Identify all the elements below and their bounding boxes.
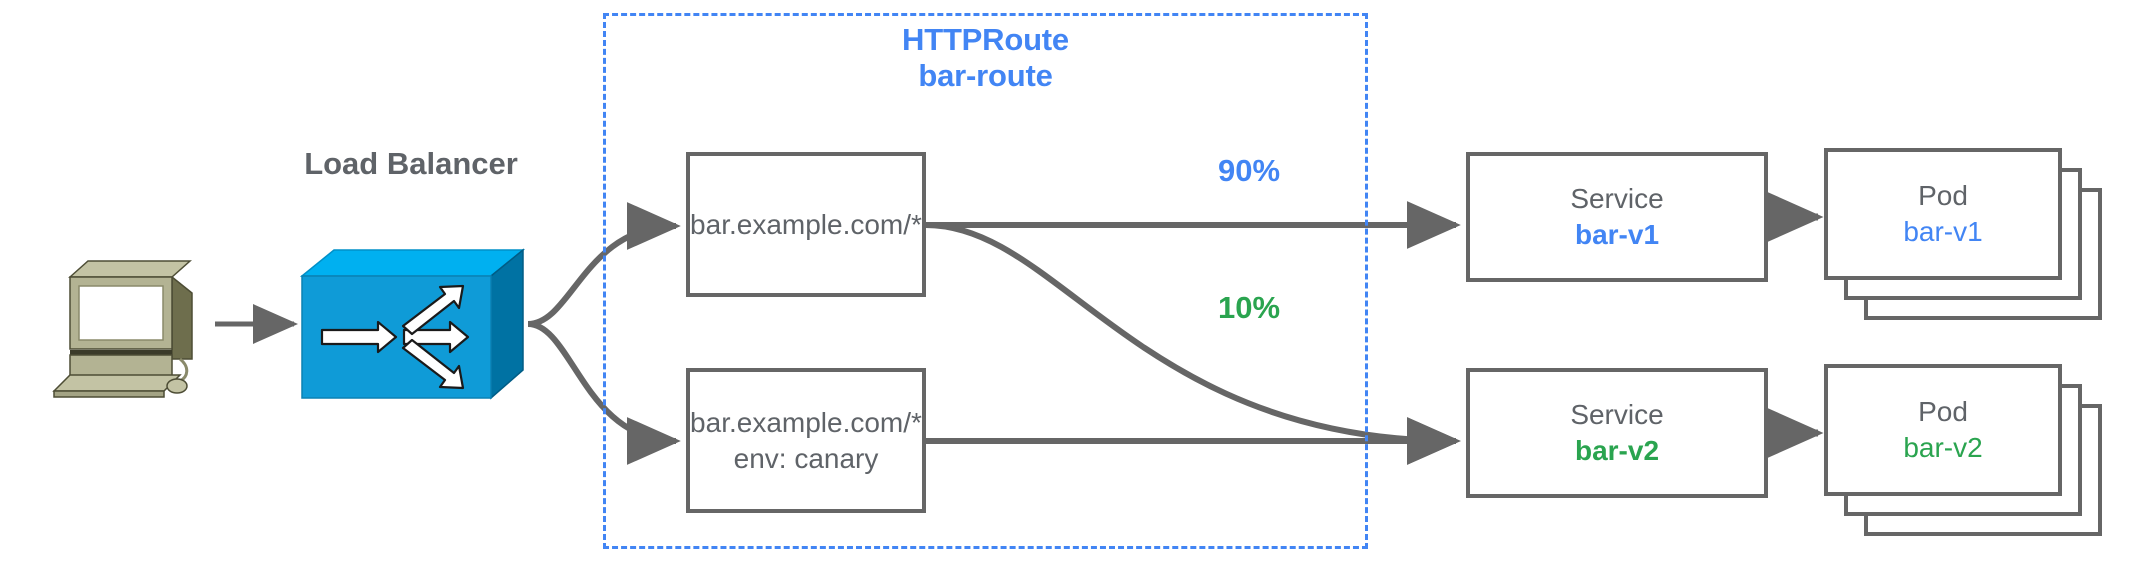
route-rule-box-2[interactable]: bar.example.com/* env: canary [686, 368, 926, 513]
weight-label-10: 10% [1218, 290, 1281, 325]
service-1-name: bar-v1 [1574, 219, 1660, 250]
wire-lb-to-rule-2 [527, 321, 681, 465]
httproute-group-boundary [603, 13, 1368, 549]
pod-stack-bar-v1[interactable]: Pod bar-v1 [1824, 148, 2124, 328]
load-balancer-icon [300, 248, 525, 400]
service-box-bar-v1[interactable]: Service bar-v1 [1466, 152, 1768, 282]
service-2-name: bar-v2 [1574, 435, 1660, 466]
httproute-kind: HTTPRoute [902, 22, 1069, 57]
pod-card-front[interactable]: Pod bar-v2 [1824, 364, 2062, 496]
service-1-kind: Service [1570, 183, 1664, 215]
pod-1-kind: Pod [1918, 180, 1968, 212]
load-balancer-label: Load Balancer [304, 146, 518, 181]
weight-label-90: 90% [1218, 153, 1281, 188]
pod-stack-bar-v2[interactable]: Pod bar-v2 [1824, 364, 2124, 544]
pod-2-kind: Pod [1918, 396, 1968, 428]
httproute-name: bar-route [918, 57, 1053, 93]
workstation-icon [52, 260, 193, 398]
httproute-title: HTTPRoute bar-route [603, 22, 1368, 93]
pod-1-name: bar-v1 [1903, 216, 1983, 247]
wire-lb-to-rule-1 [527, 202, 681, 327]
rule-2-header-match: env: canary [733, 442, 879, 474]
service-box-bar-v2[interactable]: Service bar-v2 [1466, 368, 1768, 498]
rule-1-match: bar.example.com/* [690, 208, 922, 240]
pod-card-front[interactable]: Pod bar-v1 [1824, 148, 2062, 280]
route-rule-box-1[interactable]: bar.example.com/* [686, 152, 926, 297]
service-2-kind: Service [1570, 399, 1664, 431]
rule-2-match: bar.example.com/* [690, 406, 922, 438]
pod-2-name: bar-v2 [1903, 432, 1983, 463]
wire-rule1-to-svc-v2 [925, 222, 1461, 465]
